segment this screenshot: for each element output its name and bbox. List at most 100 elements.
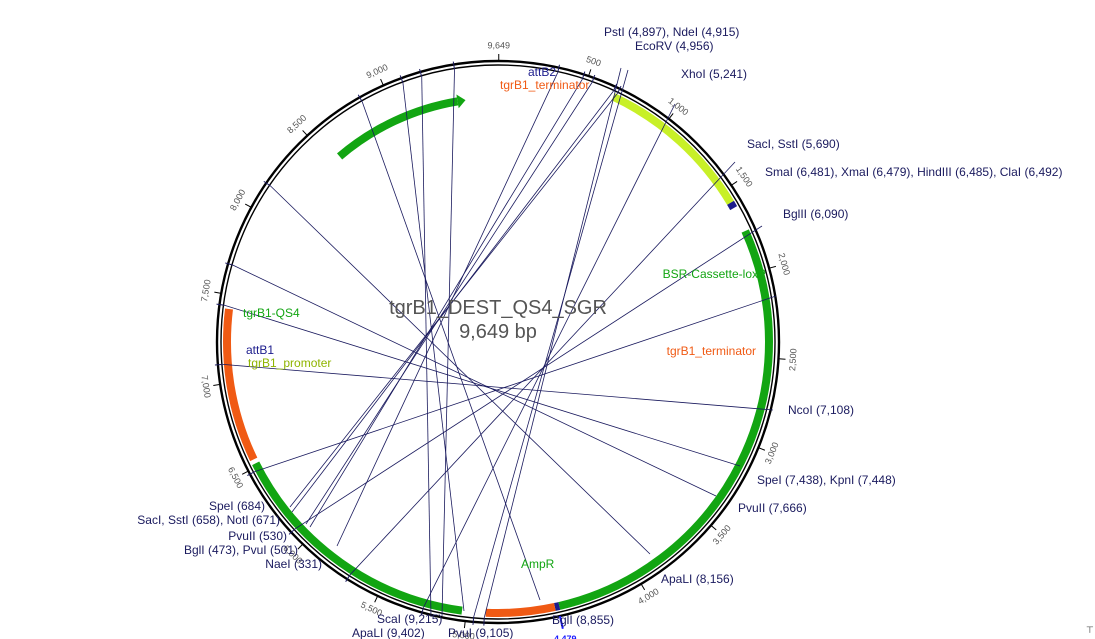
tick-label-3: 2,000 bbox=[776, 252, 792, 276]
site-pvui-9105-label[interactable]: PvuI (9,105) bbox=[448, 626, 513, 639]
backbone-inner-circle bbox=[220, 64, 776, 620]
label-ampr[interactable]: AmpR bbox=[521, 557, 555, 571]
site-bgli-pvui-label[interactable]: BglI (473), PvuI (501) bbox=[184, 543, 298, 557]
site-xhoi-label[interactable]: XhoI (5,241) bbox=[681, 67, 747, 81]
feature-arcs bbox=[223, 93, 773, 617]
site-spei-kpni-leader bbox=[224, 304, 741, 467]
feature-labels: attB2tgrB1_terminatorBSR-Cassette-loxPtg… bbox=[243, 65, 766, 571]
position-marker-label: 4,479 bbox=[554, 634, 577, 639]
label-attb2[interactable]: attB2 bbox=[528, 65, 556, 79]
feature-tgrb1-terminator-2 bbox=[223, 308, 258, 462]
site-pvui-9105-tick bbox=[399, 75, 404, 84]
label-attb1[interactable]: attB1 bbox=[246, 343, 274, 357]
feature-attb1 bbox=[727, 200, 738, 211]
tick-label-2: 1,500 bbox=[734, 164, 755, 188]
feature-ampr-arrowhead bbox=[456, 94, 466, 109]
site-spei-684-tick bbox=[617, 85, 622, 94]
site-naei-tick bbox=[557, 64, 560, 73]
site-psti-ndei-leader bbox=[483, 67, 622, 618]
site-saci-ssti-5690-label[interactable]: SacI, SstI (5,690) bbox=[747, 137, 840, 151]
site-pvuii-530-leader bbox=[305, 82, 593, 525]
site-ncoi-leader bbox=[222, 363, 774, 411]
tick-label-6: 3,500 bbox=[711, 523, 733, 547]
tick-mark-13 bbox=[214, 291, 222, 294]
feature-tgrb1-promoter bbox=[611, 93, 734, 205]
feature-ampr bbox=[337, 97, 459, 160]
corner-glyph: ⊤ bbox=[1086, 625, 1094, 635]
site-ecorv-tick bbox=[472, 616, 475, 625]
site-apali-9402-tick bbox=[452, 61, 456, 70]
site-ncoi-tick bbox=[214, 363, 223, 366]
site-ecorv-leader bbox=[473, 69, 629, 618]
restriction-sites: PstI (4,897), NdeI (4,915)EcoRV (4,956) X… bbox=[137, 25, 1062, 639]
site-saci-ssti-noti-label[interactable]: SacI, SstI (658), NotI (671) bbox=[137, 513, 280, 527]
site-ecorv-label[interactable]: EcoRV (4,956) bbox=[635, 39, 714, 53]
tick-label-12: 7,000 bbox=[199, 375, 212, 399]
site-bgli-8855-tick bbox=[357, 94, 363, 102]
site-bgli-8855-label[interactable]: BglI (8,855) bbox=[552, 613, 614, 627]
site-pvuii-7666-label[interactable]: PvuII (7,666) bbox=[738, 501, 807, 515]
site-spei-684-leader bbox=[289, 92, 618, 508]
site-pvuii-7666-leader bbox=[232, 264, 717, 497]
tick-mark-11 bbox=[241, 470, 249, 475]
backbone-outer-circle bbox=[215, 59, 781, 625]
tick-mark-10 bbox=[297, 543, 304, 550]
site-apali-9402-leader bbox=[441, 69, 455, 617]
tick-mark-3 bbox=[768, 265, 777, 269]
site-apali-8156-label[interactable]: ApaLI (8,156) bbox=[661, 572, 734, 586]
label-tgrb1-terminator-1[interactable]: tgrB1_terminator bbox=[500, 78, 589, 92]
tick-mark-8 bbox=[463, 621, 466, 629]
tick-mark-5 bbox=[758, 447, 766, 451]
site-spei-kpni-label[interactable]: SpeI (7,438), KpnI (7,448) bbox=[757, 473, 896, 487]
label-tgrb1-promoter[interactable]: tgrB1_promoter bbox=[248, 356, 331, 370]
tick-label-8: 5,000 bbox=[452, 629, 476, 639]
tick-mark-15 bbox=[302, 130, 308, 136]
tick-label-17: 9,649 bbox=[487, 40, 510, 50]
label-tgrb1-terminator-2[interactable]: tgrB1_terminator bbox=[667, 344, 756, 358]
tick-label-16: 9,000 bbox=[365, 62, 390, 80]
site-bglii-label[interactable]: BglII (6,090) bbox=[783, 207, 848, 221]
plasmid-length: 9,649 bp bbox=[459, 321, 537, 343]
site-naei-label[interactable]: NaeI (331) bbox=[265, 557, 322, 571]
site-bglii-leader bbox=[294, 225, 763, 530]
tick-label-14: 8,000 bbox=[228, 188, 248, 213]
site-pvuii-530-label[interactable]: PvuII (530) bbox=[228, 529, 287, 543]
label-tgrb1-qs4[interactable]: tgrB1-QS4 bbox=[243, 306, 300, 320]
site-saci-ssti-noti-tick bbox=[612, 83, 618, 92]
site-pvui-9105-leader bbox=[402, 82, 465, 612]
site-naei-leader bbox=[336, 72, 559, 547]
feature-attb2 bbox=[553, 602, 561, 611]
tick-mark-6 bbox=[710, 524, 717, 531]
tick-mark-14 bbox=[244, 203, 252, 208]
site-bgli-pvui-tick bbox=[581, 71, 586, 80]
tick-label-0: 500 bbox=[585, 54, 602, 68]
tick-label-5: 3,000 bbox=[763, 441, 781, 466]
tick-label-15: 8,500 bbox=[285, 113, 308, 136]
tick-mark-2 bbox=[730, 181, 738, 186]
tick-label-11: 6,500 bbox=[226, 465, 245, 490]
site-pvuii-7666-tick bbox=[225, 262, 234, 266]
site-saci-ssti-5690-tick bbox=[345, 574, 351, 582]
site-scai-leader bbox=[421, 76, 432, 618]
site-spei-684-label[interactable]: SpeI (684) bbox=[209, 499, 265, 513]
site-scai-label[interactable]: ScaI (9,215) bbox=[377, 612, 442, 626]
site-smai-xmai-hindiii-clai-label[interactable]: SmaI (6,481), XmaI (6,479), HindIII (6,4… bbox=[765, 165, 1062, 179]
site-psti-ndei-label[interactable]: PstI (4,897), NdeI (4,915) bbox=[604, 25, 739, 39]
tick-mark-9 bbox=[374, 595, 379, 603]
tick-label-13: 7,500 bbox=[199, 279, 213, 303]
tick-mark-16 bbox=[380, 78, 384, 86]
tick-label-7: 4,000 bbox=[636, 586, 660, 606]
tick-mark-0 bbox=[588, 69, 592, 77]
tick-mark-7 bbox=[640, 583, 646, 591]
label-bsr-cassette-loxp[interactable]: BSR-Cassette-loxP bbox=[663, 267, 766, 281]
site-bgli-8855-leader bbox=[361, 101, 541, 601]
feature-tgrb1-terminator-1 bbox=[485, 603, 556, 617]
site-ncoi-label[interactable]: NcoI (7,108) bbox=[788, 403, 854, 417]
tick-mark-12 bbox=[213, 383, 221, 386]
tick-mark-1 bbox=[668, 113, 674, 120]
position-marker-line bbox=[558, 615, 564, 629]
site-apali-9402-label[interactable]: ApaLI (9,402) bbox=[352, 626, 425, 639]
feature-tgrb1-qs4 bbox=[558, 229, 773, 610]
site-apali-8156-tick bbox=[263, 180, 271, 187]
